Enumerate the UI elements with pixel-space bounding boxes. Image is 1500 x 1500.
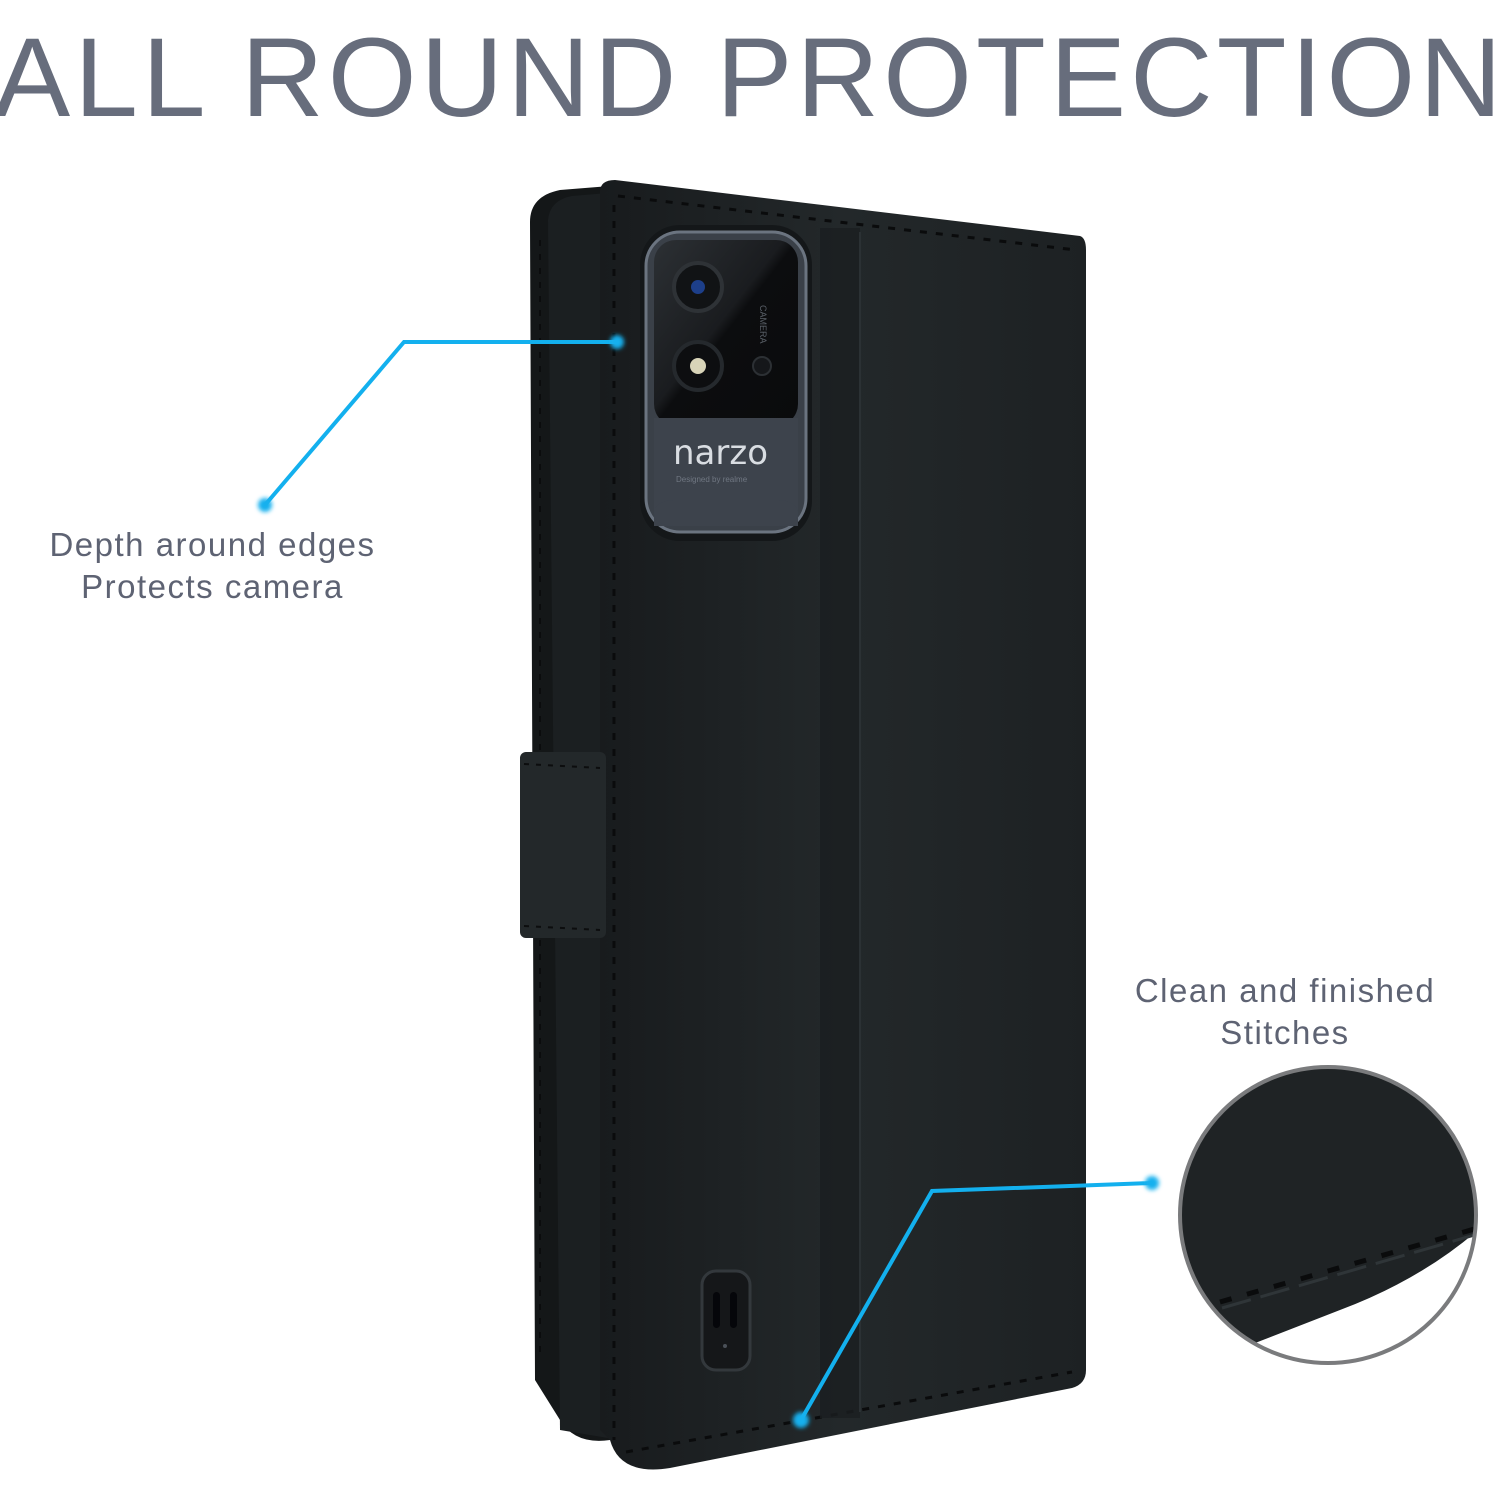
speaker-cutout [700, 1269, 752, 1372]
callout-camera-label: Depth around edges Protects camera [10, 524, 415, 608]
page-title: ALL ROUND PROTECTION [0, 15, 1500, 140]
callout-stitches-line-2: Stitches [1220, 1014, 1350, 1051]
callout-camera-pointer [258, 335, 624, 512]
sensor-icon [752, 356, 772, 376]
brand-subtext: Designed by realme [676, 475, 748, 484]
camera-label: CAMERA [758, 305, 768, 344]
callout-camera-line-1: Depth around edges [49, 526, 376, 563]
stitch-zoom-circle [1178, 1065, 1478, 1365]
callout-stitches-line-1: Clean and finished [1134, 972, 1436, 1009]
callout-stitches-pointer [793, 1176, 1159, 1428]
brand-logo: narzo [673, 433, 768, 473]
callout-stitches-label: Clean and finished Stitches [1090, 970, 1480, 1054]
callout-camera-line-2: Protects camera [81, 568, 344, 605]
magnetic-strap [520, 752, 606, 938]
camera-module: CAMERA narzo Designed by realme [640, 225, 812, 541]
